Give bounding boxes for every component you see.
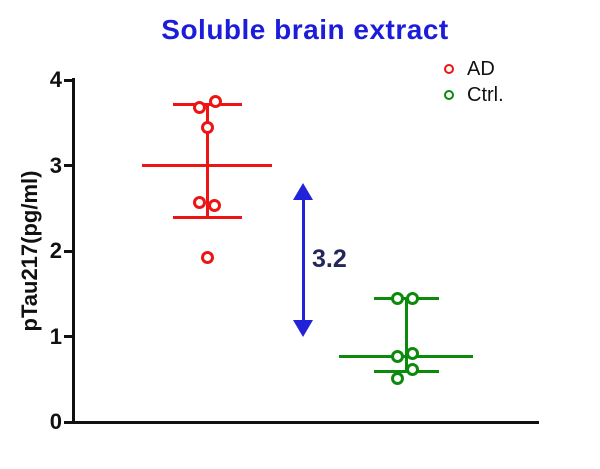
y-tick bbox=[64, 249, 73, 253]
data-point bbox=[405, 363, 419, 377]
data-point bbox=[405, 347, 419, 361]
error-bar-stem bbox=[404, 298, 408, 372]
annotation-text: 3.2 bbox=[312, 244, 347, 273]
data-point bbox=[207, 199, 221, 213]
legend: AD Ctrl. bbox=[444, 56, 504, 108]
legend-item-ctrl: Ctrl. bbox=[444, 82, 504, 108]
arrow-stem bbox=[301, 196, 305, 323]
arrow-head-up-icon bbox=[293, 182, 313, 200]
data-point bbox=[390, 371, 404, 385]
legend-label-ad: AD bbox=[467, 57, 495, 80]
ad-marker-icon bbox=[444, 64, 454, 74]
legend-item-ad: AD bbox=[444, 56, 504, 82]
data-point bbox=[390, 292, 404, 306]
y-tick bbox=[64, 420, 73, 424]
y-axis-line bbox=[71, 78, 75, 424]
data-point bbox=[200, 251, 214, 265]
y-tick-label: 1 bbox=[49, 323, 62, 349]
ctrl-marker-icon bbox=[444, 90, 454, 100]
chart-title: Soluble brain extract bbox=[161, 14, 449, 45]
y-tick-label: 0 bbox=[49, 409, 62, 434]
y-tick bbox=[64, 164, 73, 167]
y-tick bbox=[64, 78, 73, 82]
data-point bbox=[192, 100, 206, 114]
data-point bbox=[192, 195, 206, 209]
error-bar-stem bbox=[205, 104, 209, 218]
arrow-head-down-icon bbox=[293, 319, 313, 337]
y-tick bbox=[64, 335, 73, 338]
y-tick-label: 4 bbox=[49, 67, 62, 92]
data-point bbox=[200, 120, 214, 134]
data-point bbox=[208, 94, 222, 108]
error-bar-cap-top bbox=[172, 103, 242, 107]
data-point bbox=[405, 291, 419, 305]
y-tick-label: 2 bbox=[49, 238, 62, 263]
y-tick-label: 3 bbox=[49, 152, 62, 178]
legend-label-ctrl: Ctrl. bbox=[467, 83, 504, 106]
x-axis-line bbox=[71, 420, 539, 424]
error-bar-cap-bottom bbox=[172, 216, 242, 220]
mean-line bbox=[142, 164, 272, 167]
data-point bbox=[390, 349, 404, 363]
